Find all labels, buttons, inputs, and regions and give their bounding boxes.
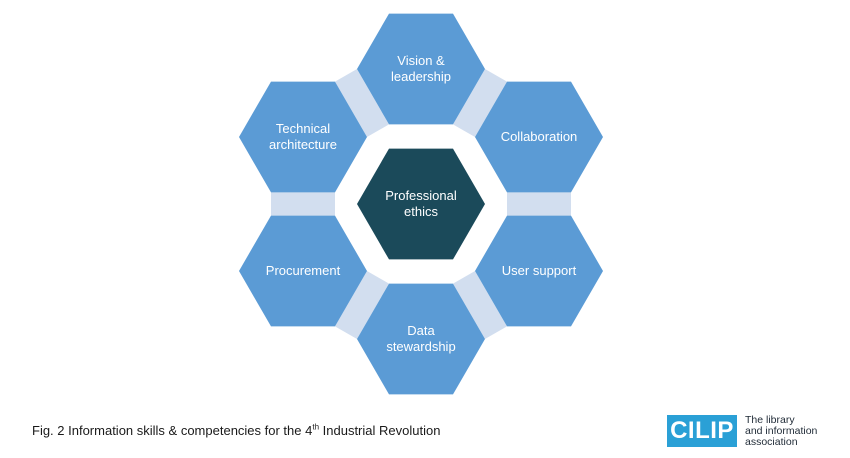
figure-caption: Fig. 2 Information skills & competencies… bbox=[32, 423, 440, 438]
hex-procurement-label-line-1: Procurement bbox=[266, 263, 341, 278]
hex-procurement: Procurement bbox=[239, 215, 367, 327]
cilip-logo-mark: CILIP bbox=[667, 415, 737, 447]
hex-data-stewardship-shape bbox=[357, 283, 485, 395]
hex-user-support-shape bbox=[475, 215, 603, 327]
connector-data-stewardship bbox=[335, 271, 389, 339]
hex-professional-ethics-label-line-1: Professional bbox=[385, 188, 457, 203]
hex-professional-ethics-label-line-2: ethics bbox=[404, 204, 438, 219]
hex-professional-ethics-shape bbox=[357, 148, 485, 260]
hex-vision-shape bbox=[357, 13, 485, 125]
hex-vision: Vision &leadership bbox=[357, 13, 485, 125]
hex-data-stewardship-label-line-1: Data bbox=[407, 323, 435, 338]
cilip-logo: CILIP The library and information associ… bbox=[667, 414, 817, 448]
connector-procurement bbox=[271, 192, 335, 216]
logo-tagline-line-1: The library bbox=[745, 413, 795, 426]
connector-technical-architecture bbox=[335, 69, 389, 137]
logo-tagline-line-2: and information bbox=[745, 424, 818, 437]
hex-vision-label-line-2: leadership bbox=[391, 69, 451, 84]
caption-prefix: Fig. 2 Information skills & competencies… bbox=[32, 423, 313, 438]
connectors bbox=[271, 69, 571, 339]
connector-collaboration bbox=[507, 192, 571, 216]
connector-user-support bbox=[453, 271, 507, 339]
hex-user-support: User support bbox=[475, 215, 603, 327]
caption-suffix: Industrial Revolution bbox=[319, 423, 441, 438]
hex-collaboration-label-line-1: Collaboration bbox=[501, 129, 578, 144]
hex-vision-label-line-1: Vision & bbox=[397, 53, 445, 68]
caption-superscript: th bbox=[312, 422, 320, 432]
cilip-logo-tagline: The library and information association bbox=[745, 413, 818, 448]
hex-collaboration: Collaboration bbox=[475, 81, 603, 193]
hex-procurement-shape bbox=[239, 215, 367, 327]
logo-tagline-line-3: association bbox=[745, 435, 798, 448]
hex-technical-architecture-shape bbox=[239, 81, 367, 193]
hex-user-support-label-line-1: User support bbox=[502, 263, 577, 278]
hex-collaboration-shape bbox=[475, 81, 603, 193]
hex-technical-architecture-label-line-1: Technical bbox=[276, 121, 330, 136]
hex-technical-architecture-label-line-2: architecture bbox=[269, 137, 337, 152]
hex-data-stewardship-label-line-2: stewardship bbox=[386, 339, 455, 354]
connector-vision bbox=[453, 69, 507, 137]
